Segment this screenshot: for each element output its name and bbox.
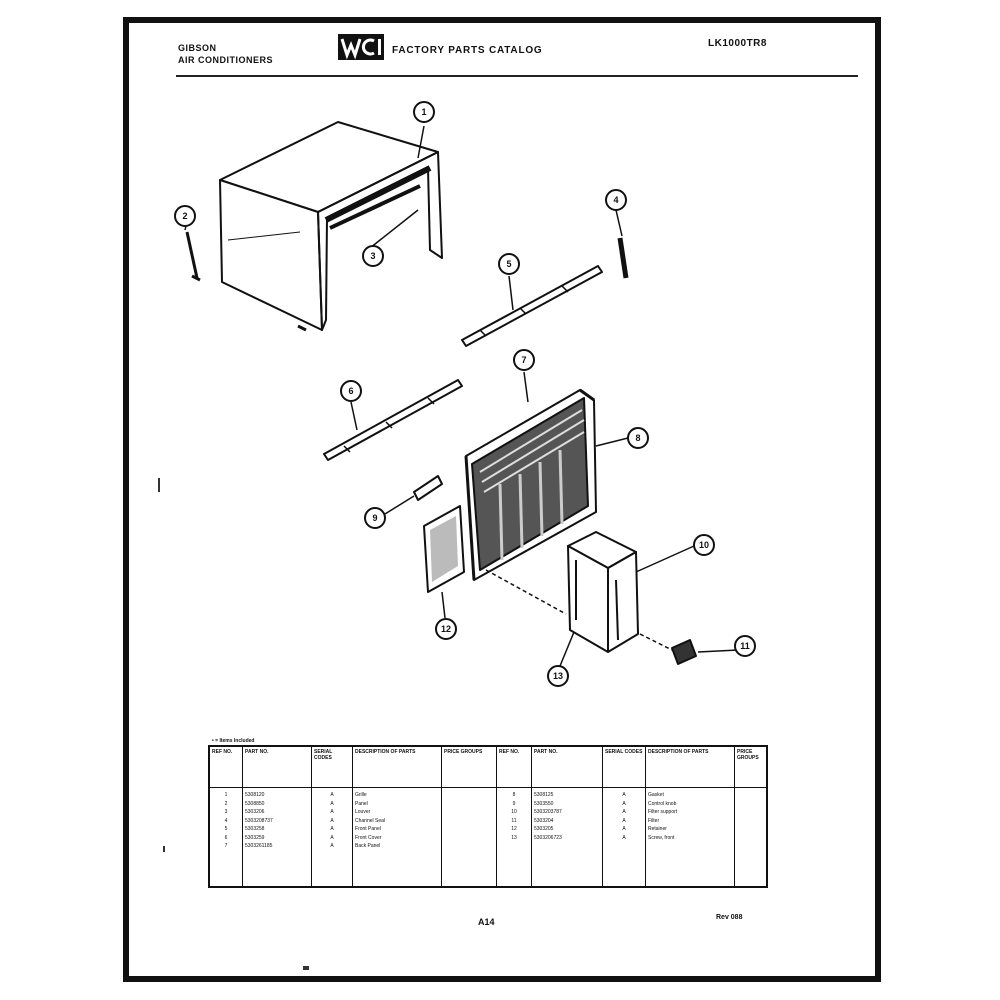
catalog-title: FACTORY PARTS CATALOG bbox=[392, 45, 543, 56]
table-body-row: 1 2 3 4 5 6 7 5308120 5308850 5303206 53… bbox=[208, 787, 768, 887]
callout-9: 9 bbox=[364, 507, 386, 529]
callout-6: 6 bbox=[340, 380, 362, 402]
right-ref-cell: 8 9 10 11 12 13 bbox=[496, 787, 532, 887]
col-description: DESCRIPTION OF PARTS bbox=[352, 745, 442, 788]
col-serial-codes: SERIAL CODES bbox=[311, 745, 353, 788]
left-price-cell bbox=[441, 787, 497, 887]
callout-1: 1 bbox=[413, 101, 435, 123]
svg-text:10: 10 bbox=[699, 540, 709, 550]
callout-5: 5 bbox=[498, 253, 520, 275]
parts-table: REF NO. PART NO. SERIAL CODES DESCRIPTIO… bbox=[208, 745, 768, 888]
col-part-no: PART NO. bbox=[242, 745, 312, 788]
list-values: 5308125 5303550 5303203787 5303204 53032… bbox=[534, 792, 562, 841]
scan-mark bbox=[163, 846, 165, 852]
svg-text:8: 8 bbox=[635, 433, 640, 443]
scan-mark bbox=[158, 478, 160, 492]
svg-text:7: 7 bbox=[521, 355, 526, 365]
svg-text:3: 3 bbox=[370, 251, 375, 261]
svg-text:6: 6 bbox=[348, 386, 353, 396]
cabinet-wrapper bbox=[219, 121, 443, 332]
table-note: • = Items Included bbox=[212, 738, 255, 744]
left-part-cell: 5308120 5308850 5303206 5303208737 53032… bbox=[242, 787, 312, 887]
callout-13: 13 bbox=[547, 665, 569, 687]
col-price-groups: PRICE GROUPS bbox=[441, 745, 497, 788]
right-serial-cell: A A A A A A bbox=[602, 787, 646, 887]
left-desc-cell: Grille Panel Louver Channel Seal Front P… bbox=[352, 787, 442, 887]
table-header-row: REF NO. PART NO. SERIAL CODES DESCRIPTIO… bbox=[208, 745, 768, 788]
svg-text:1: 1 bbox=[421, 107, 426, 117]
callout-4: 4 bbox=[605, 189, 627, 211]
model-number: LK1000TR8 bbox=[708, 38, 767, 49]
svg-text:13: 13 bbox=[553, 671, 563, 681]
svg-text:9: 9 bbox=[372, 513, 377, 523]
callout-3: 3 bbox=[362, 245, 384, 267]
callout-12: 12 bbox=[435, 618, 457, 640]
header-divider bbox=[176, 75, 858, 77]
svg-text:2: 2 bbox=[182, 211, 187, 221]
list-values: A A A A A A A bbox=[330, 792, 334, 849]
col-description-2: DESCRIPTION OF PARTS bbox=[645, 745, 735, 788]
callout-2: 2 bbox=[174, 205, 196, 227]
svg-text:12: 12 bbox=[441, 624, 451, 634]
list-values: A A A A A A bbox=[622, 792, 626, 841]
front-grille-panel bbox=[464, 388, 597, 581]
mounting-bracket bbox=[567, 531, 639, 653]
air-filter bbox=[423, 505, 465, 593]
control-knob bbox=[413, 475, 443, 501]
right-part-cell: 5308125 5303550 5303203787 5303204 53032… bbox=[531, 787, 603, 887]
cabinet-screw bbox=[185, 231, 201, 282]
callout-8: 8 bbox=[627, 427, 649, 449]
scan-mark bbox=[303, 966, 309, 970]
lower-side-strip bbox=[323, 379, 463, 461]
list-values: 5308120 5308850 5303206 5303208737 53032… bbox=[245, 792, 273, 849]
svg-text:4: 4 bbox=[613, 195, 618, 205]
list-values: Gasket Control knob Filter support Filte… bbox=[648, 792, 678, 841]
left-serial-cell: A A A A A A A bbox=[311, 787, 353, 887]
brand-product-line: AIR CONDITIONERS bbox=[178, 55, 274, 65]
callout-10: 10 bbox=[693, 534, 715, 556]
revision-code: Rev 088 bbox=[716, 914, 743, 921]
svg-text:5: 5 bbox=[506, 259, 511, 269]
svg-text:11: 11 bbox=[740, 641, 750, 651]
upper-side-strip bbox=[461, 265, 603, 347]
col-serial-codes-2: SERIAL CODES bbox=[602, 745, 646, 788]
right-desc-cell: Gasket Control knob Filter support Filte… bbox=[645, 787, 735, 887]
left-ref-cell: 1 2 3 4 5 6 7 bbox=[208, 787, 243, 887]
wci-logo-icon bbox=[338, 34, 384, 60]
cord-connector bbox=[485, 569, 697, 665]
list-values: 8 9 10 11 12 13 bbox=[511, 792, 517, 841]
callout-7: 7 bbox=[513, 349, 535, 371]
list-values: Grille Panel Louver Channel Seal Front P… bbox=[355, 792, 386, 849]
page-number: A14 bbox=[478, 917, 495, 927]
col-ref-no: REF NO. bbox=[208, 745, 243, 788]
callout-11: 11 bbox=[734, 635, 756, 657]
brand-name: GIBSON bbox=[178, 43, 217, 53]
col-ref-no-2: REF NO. bbox=[496, 745, 532, 788]
col-price-groups-2: PRICE GROUPS bbox=[734, 745, 768, 788]
col-part-no-2: PART NO. bbox=[531, 745, 603, 788]
right-price-cell bbox=[734, 787, 768, 887]
list-values: 1 2 3 4 5 6 7 bbox=[224, 792, 228, 849]
spring-clip bbox=[617, 237, 629, 279]
brand-block: GIBSON AIR CONDITIONERS bbox=[178, 42, 273, 66]
